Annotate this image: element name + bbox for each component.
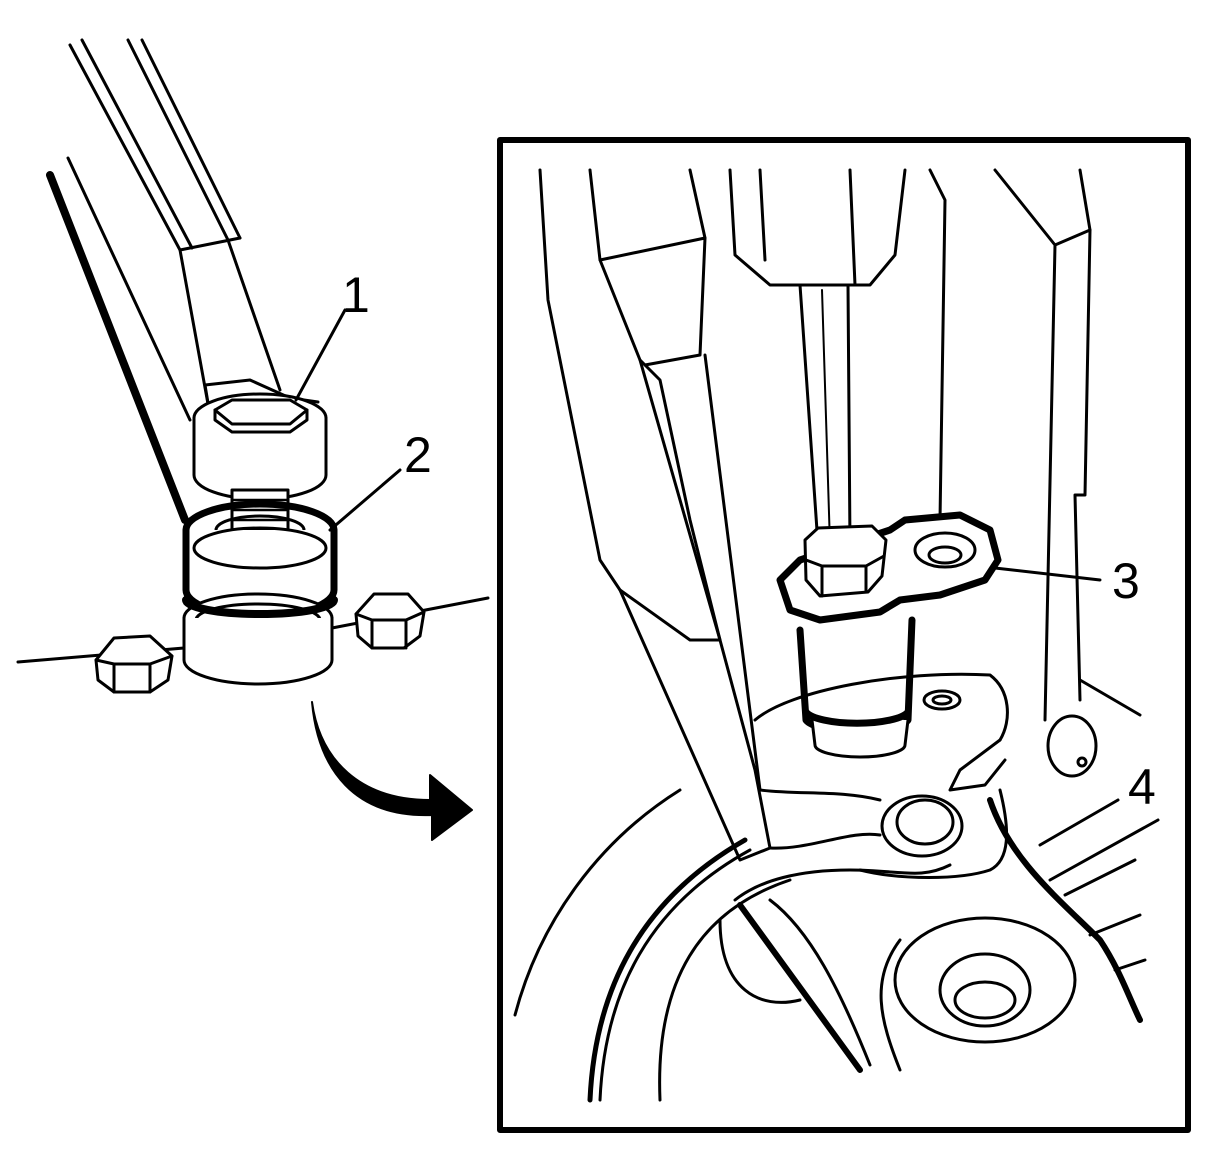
column-left (928, 168, 947, 522)
callout-4: 4 (1128, 759, 1156, 815)
rod-shaft (798, 283, 852, 547)
leader-1 (294, 308, 347, 402)
strut-bracket (598, 236, 707, 367)
nut-right-faces (354, 610, 426, 650)
wrench-assembly (46, 38, 320, 524)
nut-left-faces (94, 654, 174, 694)
leader-2 (328, 468, 402, 532)
column-right (1073, 168, 1092, 702)
bolt-head-hex (213, 398, 309, 426)
bracket-hole (913, 531, 977, 569)
rod-housing (728, 168, 907, 287)
strut-top-edge (688, 168, 707, 240)
strut-right-edge (703, 353, 762, 792)
curve-knuckle-low (718, 918, 802, 1004)
rod-housing-lines (758, 168, 857, 287)
wrench-handle-outer (46, 171, 189, 524)
curve-tire-inner (598, 848, 752, 1102)
leader-4 (1038, 798, 1120, 847)
strut-inner-line (638, 358, 722, 642)
cable-right (768, 898, 872, 1067)
detail-view (513, 168, 1160, 1103)
arrow-shape (311, 701, 473, 841)
leader-3 (993, 566, 1102, 582)
arm-top-line (758, 788, 882, 802)
arm-curve (858, 788, 1009, 879)
bolt-stack (16, 392, 490, 694)
bracket-hole-inner (927, 545, 963, 565)
flange-outer (893, 916, 1077, 1044)
line-4-ext (1048, 818, 1160, 882)
hub-knob-dot (1076, 756, 1088, 768)
curve-cup (733, 863, 952, 902)
transition-arrow (311, 701, 473, 841)
wrench-body-left-inner (80, 38, 194, 250)
bolt-head-side (213, 408, 309, 434)
wrench-body-left (68, 43, 212, 417)
ring-separator (182, 596, 338, 618)
ring-band (192, 526, 328, 570)
arm-lower-line (768, 832, 882, 850)
tool-barrel-foot (810, 718, 910, 759)
callout-1: 1 (342, 267, 370, 323)
strut-left (538, 168, 772, 862)
callout-2: 2 (404, 427, 432, 483)
column-cap (1053, 228, 1092, 247)
thread-lines (230, 498, 290, 532)
flange-hole (938, 952, 1032, 1028)
flange-hole-inner (953, 980, 1017, 1020)
hub-arm (948, 738, 1007, 792)
curve-inner (658, 878, 792, 1102)
hub-hole-inner (931, 694, 953, 706)
rod-shaft-highlight (821, 289, 831, 546)
cable-left (737, 902, 863, 1073)
pin-head (880, 794, 964, 858)
cap-body (192, 416, 328, 501)
base-ring-body (182, 616, 334, 686)
hub-top (753, 672, 1009, 742)
strut-lower-step (618, 588, 722, 642)
hub-hole (922, 689, 962, 711)
wrench-body-right-inner (140, 38, 242, 240)
hub-knob (1046, 714, 1098, 778)
tool-nut-faces (804, 554, 886, 598)
brake-line (987, 797, 1143, 1023)
curve-outer (513, 788, 682, 1017)
hub-line-upper (1078, 678, 1142, 717)
pin-head-inner (895, 798, 955, 846)
tool-barrel-band (802, 708, 912, 727)
callout-3: 3 (1112, 553, 1140, 609)
hatch-lines (1063, 858, 1147, 972)
wrench-handle-line (66, 156, 192, 422)
wrench-step (178, 236, 242, 252)
curve-knuckle-right (879, 938, 902, 1072)
curve-tire (587, 837, 748, 1103)
